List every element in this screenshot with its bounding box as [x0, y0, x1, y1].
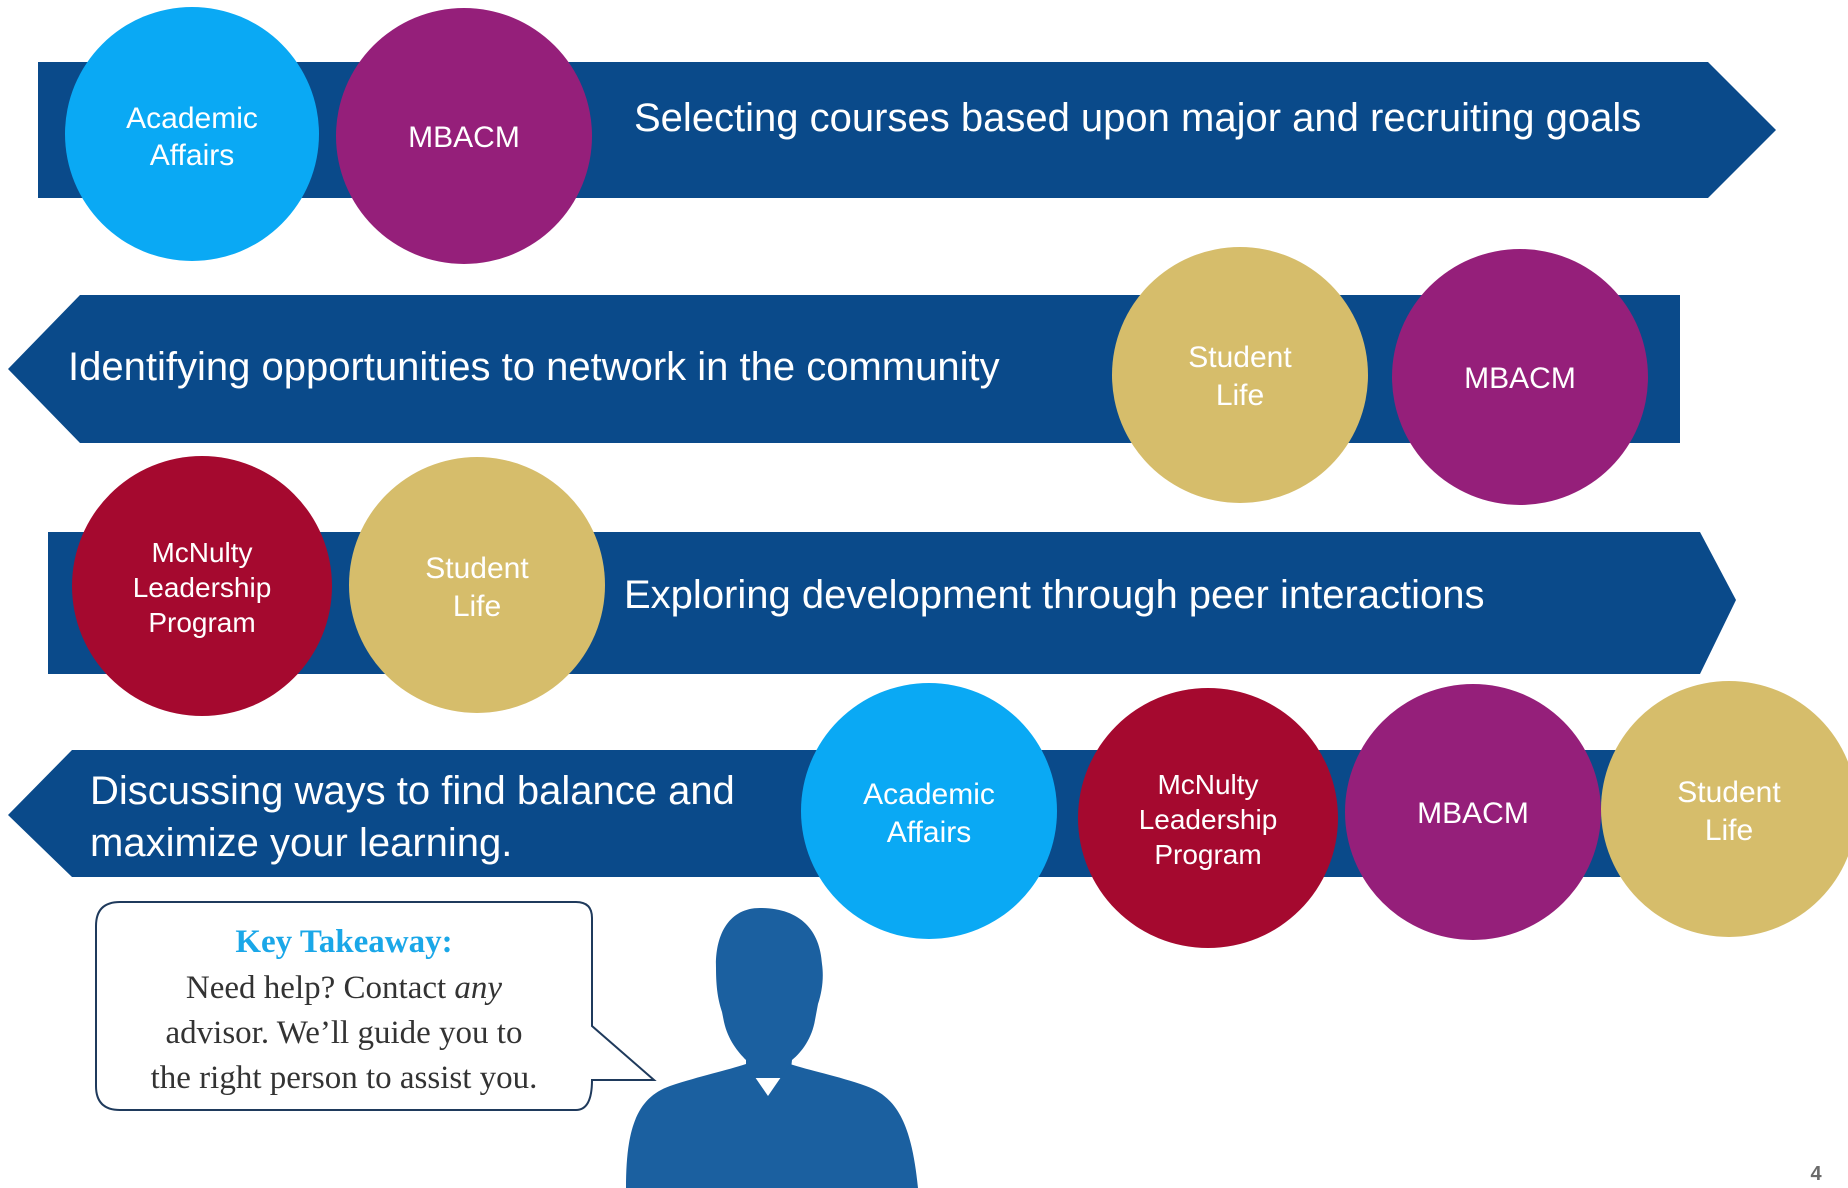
- key-takeaway-line-1-emphasis: any: [454, 970, 502, 1006]
- key-takeaway-line-1: Need help? Contact any: [186, 970, 502, 1006]
- page-number: 4: [1810, 1163, 1822, 1185]
- row-1-circle-mbacm-label: MBACM: [408, 121, 520, 154]
- row-4-circle-academic-affairs-label-line-1: Academic: [863, 778, 995, 811]
- row-4-circle-mcnulty-label-line-1: McNulty: [1157, 769, 1258, 800]
- row-4-circle-academic-affairs-label-line-2: Affairs: [887, 816, 971, 849]
- row-1-circle-academic-affairs-label-line-1: Academic: [126, 102, 258, 135]
- key-takeaway-line-1-prefix: Need help? Contact: [186, 970, 454, 1006]
- row-4-circle-mcnulty-label-line-2: Leadership: [1139, 804, 1278, 835]
- row-3-circle-student-life: [349, 457, 605, 713]
- person-silhouette: [626, 908, 918, 1188]
- row-3-circle-student-life-label-line-2: Life: [453, 590, 501, 623]
- key-takeaway-bubble-shape: [95, 901, 657, 1111]
- row-4-circle-student-life-label-line-2: Life: [1705, 814, 1753, 847]
- row-4-circle-mbacm-label: MBACM: [1417, 797, 1529, 830]
- row-4-circle-mcnulty-label-line-3: Program: [1154, 839, 1261, 870]
- row-4-circle-student-life-label-line-1: Student: [1677, 776, 1781, 809]
- row-4-circle-mbacm: [1345, 684, 1601, 940]
- row-4: Discussing ways to find balance and maxi…: [8, 681, 1848, 948]
- row-1-circle-mbacm: [336, 8, 592, 264]
- person-torso: [626, 1064, 918, 1188]
- row-3: McNulty Leadership Program Student Life …: [48, 456, 1736, 716]
- row-2-arrow-text: Identifying opportunities to network in …: [68, 345, 1000, 389]
- row-1-circle-academic-affairs-label-line-2: Affairs: [150, 139, 234, 172]
- row-3-arrow-text: Exploring development through peer inter…: [624, 573, 1485, 617]
- row-4-circle-academic-affairs: [801, 683, 1057, 939]
- key-takeaway-line-3: the right person to assist you.: [151, 1060, 538, 1096]
- row-2-circle-student-life-label-line-2: Life: [1216, 379, 1264, 412]
- row-4-arrow-text-line-1: Discussing ways to find balance and: [90, 769, 735, 813]
- row-2-circle-mbacm: [1392, 249, 1648, 505]
- key-takeaway-line-2: advisor. We’ll guide you to: [166, 1015, 523, 1051]
- row-3-circle-mcnulty-label-line-3: Program: [148, 607, 255, 638]
- row-3-circle-mcnulty-label-line-2: Leadership: [133, 572, 272, 603]
- row-1: Academic Affairs MBACM Selecting courses…: [38, 7, 1776, 264]
- key-takeaway-bubble: Key Takeaway: Need help? Contact any adv…: [95, 901, 657, 1111]
- row-2-circle-student-life-label-line-1: Student: [1188, 341, 1292, 374]
- row-2-circle-student-life: [1112, 247, 1368, 503]
- row-3-circle-student-life-label-line-1: Student: [425, 552, 529, 585]
- row-4-circle-student-life: [1601, 681, 1848, 937]
- row-4-circle-mcnulty: [1078, 688, 1338, 948]
- person-head: [715, 908, 823, 1078]
- row-1-circle-academic-affairs: [65, 7, 319, 261]
- row-3-circle-mcnulty: [72, 456, 332, 716]
- key-takeaway-title: Key Takeaway:: [235, 924, 452, 960]
- row-3-circle-mcnulty-label-line-1: McNulty: [151, 537, 252, 568]
- row-2-circle-mbacm-label: MBACM: [1464, 362, 1576, 395]
- row-1-arrow-text: Selecting courses based upon major and r…: [634, 96, 1641, 140]
- row-4-arrow-text-line-2: maximize your learning.: [90, 821, 512, 865]
- row-2: Identifying opportunities to network in …: [8, 247, 1680, 505]
